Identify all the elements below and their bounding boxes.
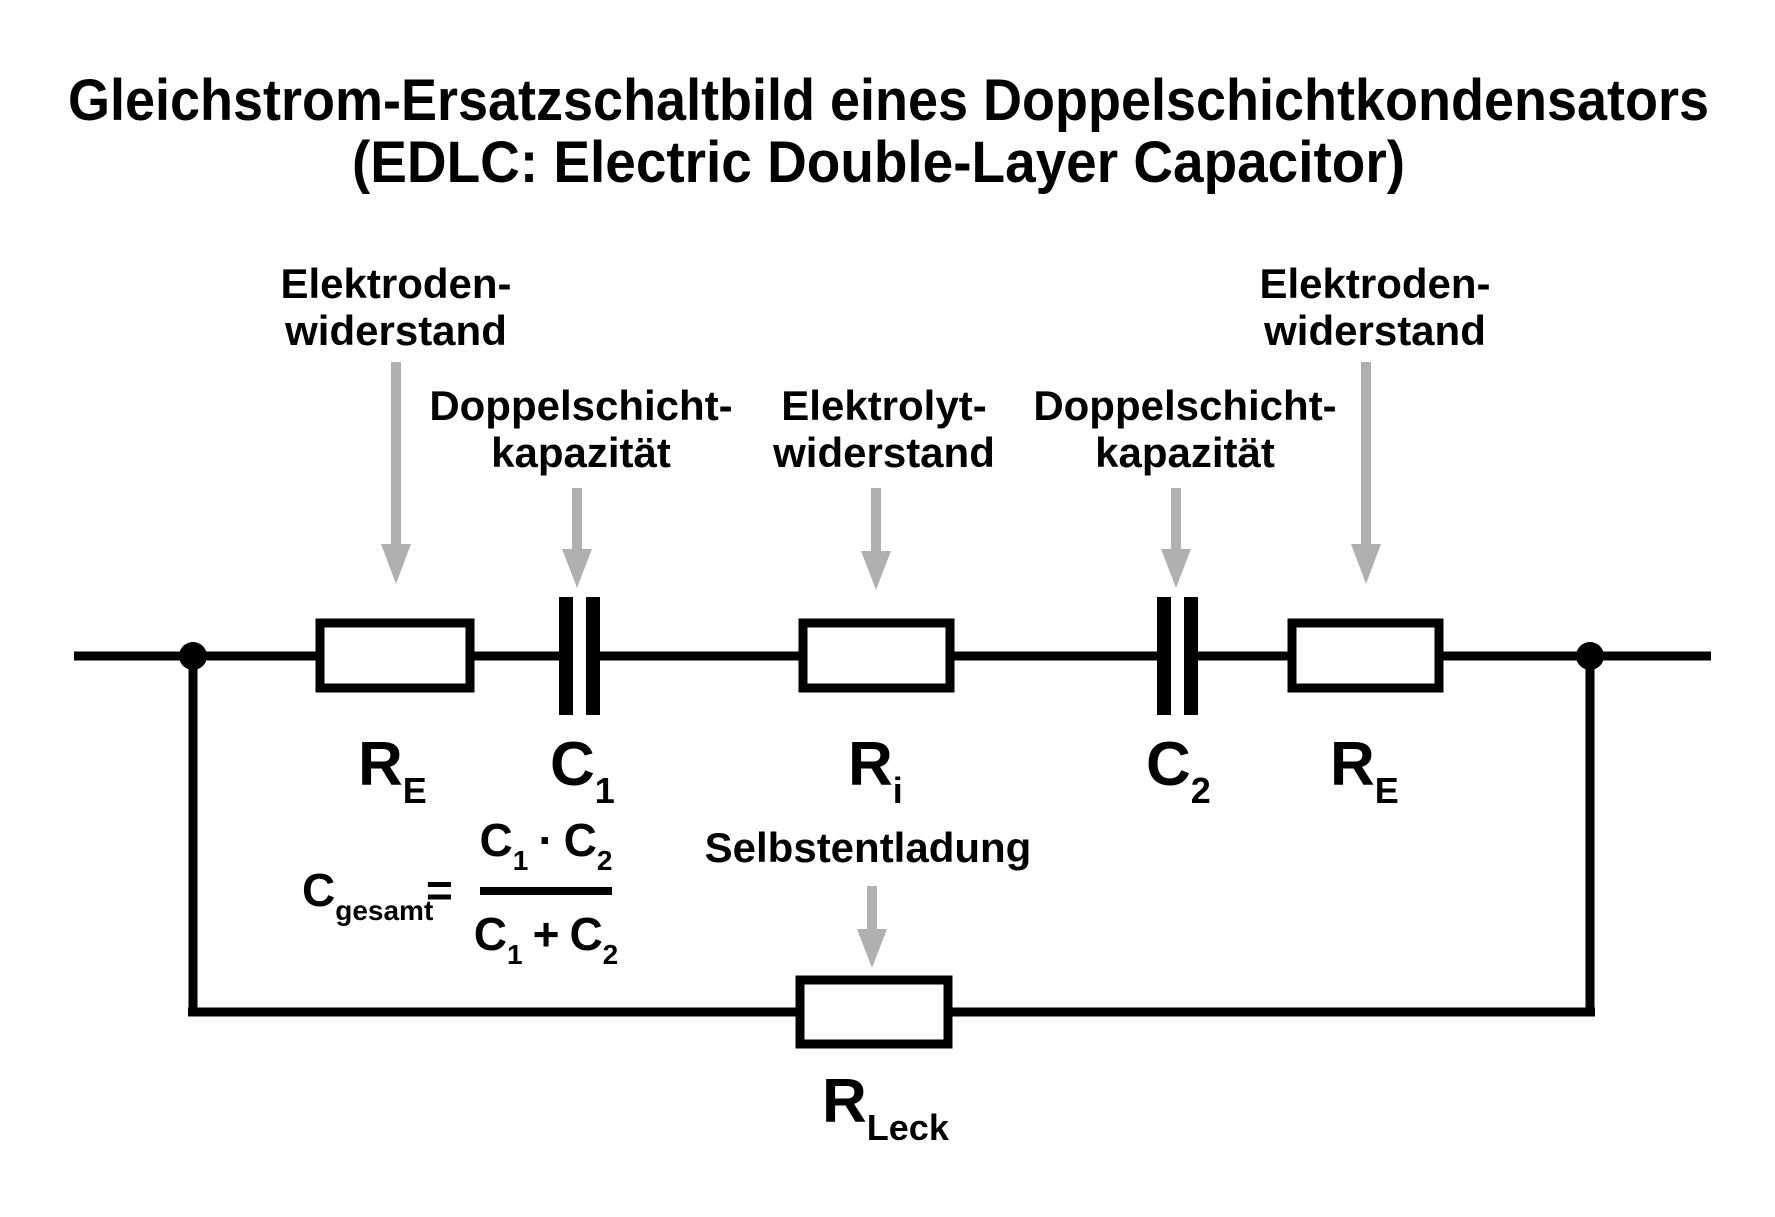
label-line: widerstand: [284, 307, 507, 354]
circuit: [74, 597, 1711, 1049]
label-line: widerstand: [1263, 307, 1486, 354]
resistor-ri-symbol: [798, 618, 955, 693]
title-line-1: Gleichstrom-Ersatzschaltbild eines Doppe…: [68, 68, 1709, 133]
capacitor-plate: [586, 597, 600, 715]
electrode-left-arrow-icon: [381, 362, 411, 584]
electrode-right-arrow-icon: [1351, 362, 1381, 584]
component-label-re-left: RE: [358, 730, 427, 811]
label-double-layer-capacitance-right: Doppelschicht- kapazität: [1033, 382, 1336, 476]
label-self-discharge: Selbstentladung: [705, 824, 1032, 871]
pointer-arrows: [381, 362, 1381, 968]
label-electrode-resistance-left: Elektroden- widerstand: [280, 260, 511, 354]
label-line: kapazität: [491, 429, 671, 476]
formula-denominator: C1+C2: [474, 908, 619, 970]
arrow-head: [381, 544, 411, 584]
arrow-head: [861, 551, 891, 590]
label-double-layer-capacitance-left: Doppelschicht- kapazität: [429, 382, 732, 476]
label-line: Doppelschicht-: [429, 382, 732, 429]
arrow-head: [1161, 549, 1191, 588]
label-line: Elektroden-: [280, 260, 511, 307]
label-electrolyte-resistance: Elektrolyt- widerstand: [772, 382, 995, 476]
label-line: widerstand: [772, 429, 995, 476]
label-line: Doppelschicht-: [1033, 382, 1336, 429]
junction-dot-left: [179, 642, 207, 670]
capacitor-plate: [559, 597, 573, 715]
capacitor-plate: [1184, 597, 1198, 715]
title: Gleichstrom-Ersatzschaltbild eines Doppe…: [68, 68, 1709, 195]
component-label-ri: Ri: [848, 730, 903, 811]
label-line: kapazität: [1095, 429, 1275, 476]
formula-numerator: C1·C2: [480, 814, 613, 876]
component-labels: RE C1 Ri C2 RE RLeck: [358, 730, 1399, 1148]
component-label-re-right: RE: [1330, 730, 1399, 811]
resistor-rleck-symbol: [795, 975, 953, 1049]
label-line: Elektroden-: [1259, 260, 1490, 307]
resistor-re-right-symbol: [1287, 618, 1444, 693]
component-label-c1: C1: [550, 730, 615, 811]
self-discharge-arrow-icon: [857, 886, 887, 968]
title-line-2: (EDLC: Electric Double-Layer Capacitor): [352, 130, 1405, 195]
component-label-rleck: RLeck: [822, 1067, 950, 1148]
double-layer-capacitance-left-arrow-icon: [562, 488, 592, 588]
arrow-head: [1351, 544, 1381, 584]
capacitor-c1-symbol: [559, 597, 600, 715]
label-line: Elektrolyt-: [781, 382, 986, 429]
capacitor-c2-symbol: [1157, 597, 1198, 715]
formula-equals: =: [426, 864, 453, 916]
arrow-head: [857, 929, 887, 968]
formula-lhs: Cgesamt: [302, 864, 433, 926]
resistor-re-left-symbol: [315, 618, 475, 693]
annotation-labels: Elektroden- widerstand Doppelschicht- ka…: [280, 260, 1490, 871]
component-label-c2: C2: [1146, 730, 1211, 811]
double-layer-capacitance-right-arrow-icon: [1161, 488, 1191, 588]
arrow-head: [562, 549, 592, 588]
junction-dot-right: [1576, 642, 1604, 670]
capacitor-plate: [1157, 597, 1171, 715]
electrolyte-resistance-arrow-icon: [861, 488, 891, 590]
label-electrode-resistance-right: Elektroden- widerstand: [1259, 260, 1490, 354]
series-capacitance-formula: Cgesamt = C1·C2 C1+C2: [302, 814, 618, 970]
